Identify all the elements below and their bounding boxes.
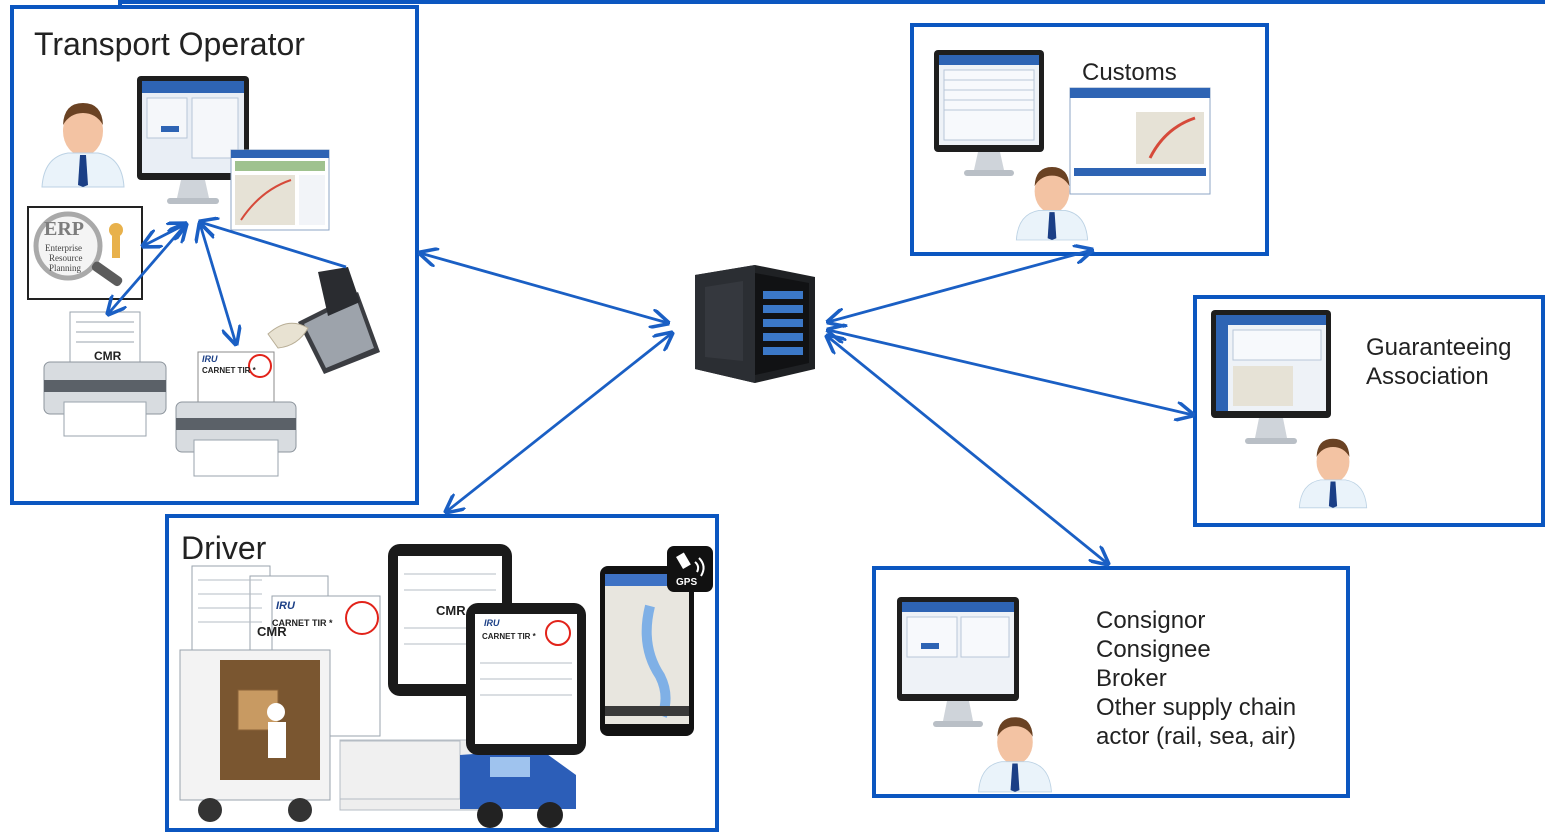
arrow-operator-server: [420, 253, 668, 323]
driver-doc-carnet-1: CARNET TIR *: [272, 618, 333, 628]
supply-chain-line-3: Broker: [1096, 665, 1167, 692]
monitor-icon: [934, 50, 1044, 176]
monitor-icon: [897, 597, 1019, 727]
map-screenshot-icon: [1069, 87, 1211, 195]
transport-operator-title: Transport Operator: [34, 26, 305, 62]
truck-icon: [339, 740, 576, 828]
supply-chain-text: Consignor Consignee Broker Other supply …: [1096, 606, 1296, 751]
gps-badge: GPS: [676, 577, 698, 588]
driver-brand-1: IRU: [276, 600, 295, 612]
erp-caption-3: Planning: [49, 263, 82, 273]
person-icon: [1298, 438, 1368, 509]
driver-doc-carnet-2: CARNET TIR *: [482, 632, 536, 641]
printer-icon: [175, 351, 297, 477]
carnet-brand: IRU: [202, 354, 218, 364]
supply-chain-line-5: actor (rail, sea, air): [1096, 723, 1297, 750]
monitor-icon: [1211, 310, 1331, 444]
arrow-server-driver: [446, 333, 672, 512]
guaranteeing-line-1: Guaranteeing: [1366, 334, 1512, 361]
arrow-server-guaranteeing: [828, 330, 1193, 415]
erp-caption-1: Enterprise: [45, 243, 82, 253]
customs-title: Customs: [1082, 59, 1177, 86]
top-accent-bar: [0, 0, 1545, 4]
supply-chain-line-2: Consignee: [1096, 636, 1211, 663]
erp-caption-2: Resource: [49, 253, 83, 263]
erp-logo: ERP: [44, 218, 84, 240]
driver-doc-cmr: CMR: [257, 624, 287, 639]
tablet-doc-cmr: CMR: [436, 603, 466, 618]
scanner-icon: [267, 267, 380, 374]
guaranteeing-line-2: Association: [1366, 363, 1489, 390]
guaranteeing-text: Guaranteeing Association: [1366, 333, 1511, 391]
person-icon: [978, 717, 1052, 793]
printer-icon: [43, 311, 167, 437]
tablet-icon: [466, 603, 586, 755]
person-icon: [1015, 166, 1089, 241]
printer-doc-label: CMR: [94, 349, 122, 363]
driver-brand-2: IRU: [484, 618, 500, 628]
monitor-icon: [137, 76, 249, 204]
carnet-label: CARNET TIR *: [202, 366, 256, 375]
arrow-server-customs: [828, 250, 1092, 322]
arrow-server-supply-chain: [827, 336, 1108, 564]
supply-chain-line-4: Other supply chain: [1096, 694, 1297, 721]
server-icon: [695, 265, 815, 383]
driver-title: Driver: [181, 530, 267, 566]
supply-chain-line-1: Consignor: [1096, 607, 1206, 634]
map-screenshot-icon: [230, 149, 330, 231]
person-icon: [41, 103, 125, 188]
gps-icon: [667, 546, 713, 592]
phone-icon: [600, 566, 694, 736]
